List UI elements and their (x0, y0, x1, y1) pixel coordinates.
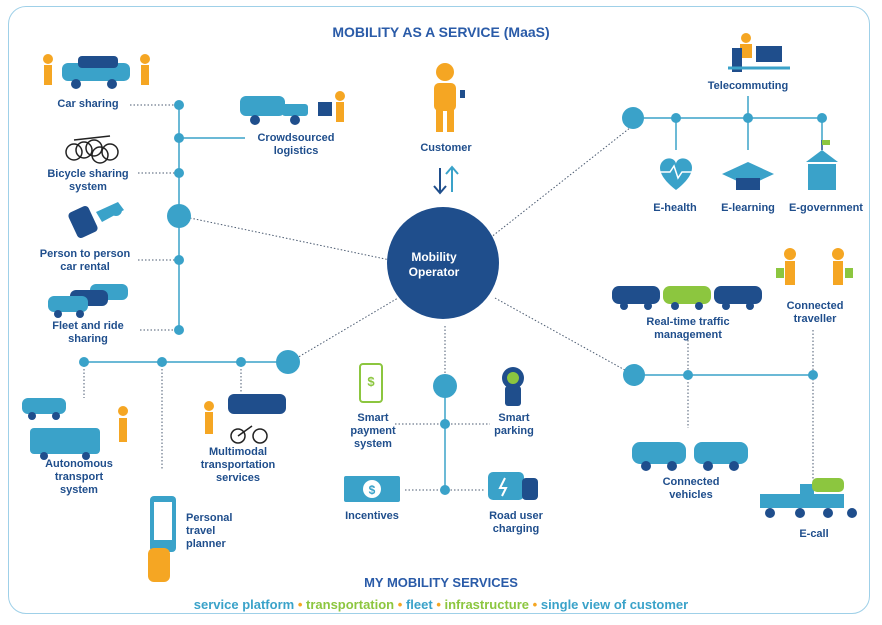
traffic-cars-icon (612, 286, 762, 310)
vehicles-line1: Connected (662, 476, 720, 488)
p2p-line1: Person to person (39, 248, 131, 260)
planner-line2: travel (186, 525, 216, 537)
smart-payment-label: Smart payment system (338, 412, 408, 451)
telecommuting-label: Telecommuting (707, 80, 789, 92)
incentives-label: Incentives (345, 510, 399, 522)
incentives-icon: $ (344, 476, 400, 502)
ehealth-label: E-health (653, 202, 697, 214)
fleet-line1: Fleet and ride (52, 320, 124, 332)
planner-line3: planner (186, 538, 226, 550)
autonomous-transport-label: Autonomous transport system (34, 458, 124, 497)
traffic-management-label: Real-time traffic management (628, 316, 748, 342)
smart-parking-label: Smart parking (482, 412, 546, 438)
hub-label-line2: Operator (408, 265, 460, 279)
auto-line2: transport (54, 471, 104, 483)
car-sharing-label: Car sharing (57, 98, 119, 110)
service-item-transportation: transportation (306, 597, 395, 612)
separator: • (436, 597, 441, 612)
multi-line2: transportation (200, 459, 276, 471)
mobility-operator-hub (387, 207, 499, 319)
egovernment-label: E-government (789, 202, 863, 214)
svg-text:$: $ (367, 374, 375, 389)
service-item-infrastructure: infrastructure (444, 597, 530, 612)
bicycle-rack-icon (65, 135, 119, 164)
connected-vehicles-icon (632, 442, 748, 471)
fleet-sharing-label: Fleet and ride sharing (38, 320, 138, 346)
crowdsourced-logistics-label: Crowdsourced logistics (246, 132, 346, 158)
service-item-single-view: single view of customer (540, 597, 689, 612)
multi-line3: services (215, 472, 261, 484)
heart-health-icon (660, 158, 692, 190)
traffic-line2: management (654, 329, 722, 341)
separator: • (397, 597, 403, 612)
car-sharing-icon (43, 54, 150, 89)
park-line2: parking (494, 425, 534, 437)
ecall-label: E-call (799, 528, 829, 540)
graduation-cap-icon (722, 162, 774, 190)
customer-label: Customer (420, 142, 472, 154)
services-title: MY MOBILITY SERVICES (364, 575, 518, 590)
traveller-line1: Connected (786, 300, 844, 312)
p2p-rental-label: Person to person car rental (30, 248, 140, 274)
hub-connectors (189, 119, 641, 378)
ev-charging-icon (488, 472, 538, 500)
minor-nodes (79, 100, 827, 495)
car-keys-icon (68, 202, 124, 239)
pay-line1: Smart (357, 412, 389, 424)
delivery-truck-icon (240, 91, 345, 125)
fleet-cars-icon (48, 284, 128, 318)
diagram-title: MOBILITY AS A SERVICE (MaaS) (332, 24, 550, 40)
bike-line2: system (69, 181, 107, 193)
auto-line1: Autonomous (45, 458, 113, 470)
service-item-platform: service platform (193, 597, 295, 612)
connected-traveller-label: Connected traveller (770, 300, 860, 326)
connected-vehicles-label: Connected vehicles (646, 476, 736, 502)
separator: • (297, 597, 303, 612)
multimodal-label: Multimodal transportation services (188, 446, 288, 485)
travel-planner-label: Personal travel planner (186, 512, 256, 551)
svg-text:$: $ (369, 483, 376, 497)
traffic-line1: Real-time traffic (646, 316, 730, 328)
road-line1: Road user (489, 510, 543, 522)
crowdsourced-line2: logistics (273, 145, 319, 157)
two-way-arrows-icon (433, 165, 459, 195)
crowdsourced-line1: Crowdsourced (257, 132, 335, 144)
bicycle-sharing-label: Bicycle sharing system (38, 168, 138, 194)
smart-payment-icon: $ (359, 363, 383, 403)
road-line2: charging (492, 523, 540, 535)
vehicles-line2: vehicles (669, 489, 713, 501)
hub-label-line1: Mobility (411, 250, 457, 264)
services-list: service platform • transportation • flee… (0, 597, 882, 612)
planner-line1: Personal (186, 512, 233, 524)
customer-icon (434, 63, 465, 132)
connected-travellers-icon (776, 248, 853, 285)
pay-line3: system (354, 438, 392, 450)
separator: • (532, 597, 538, 612)
diagram-frame (8, 6, 870, 614)
telecommuting-icon (728, 33, 790, 72)
auto-line3: system (60, 484, 98, 496)
major-nodes (167, 107, 645, 398)
elearning-label: E-learning (721, 202, 775, 214)
autonomous-vehicles-icon (22, 398, 128, 460)
multimodal-icon (204, 394, 286, 444)
park-line1: Smart (498, 412, 530, 424)
pay-line2: payment (350, 425, 396, 437)
tow-truck-icon (760, 478, 857, 518)
traveller-line2: traveller (793, 313, 837, 325)
bike-line1: Bicycle sharing (47, 168, 129, 180)
service-item-fleet: fleet (405, 597, 433, 612)
road-charging-label: Road user charging (476, 510, 556, 536)
hub-label: Mobility Operator (384, 250, 484, 280)
travel-planner-phone-icon (148, 496, 176, 582)
fleet-line2: sharing (68, 333, 108, 345)
multi-line1: Multimodal (208, 446, 268, 458)
smart-parking-icon (502, 367, 524, 406)
government-building-icon (806, 140, 838, 190)
p2p-line2: car rental (60, 261, 110, 273)
